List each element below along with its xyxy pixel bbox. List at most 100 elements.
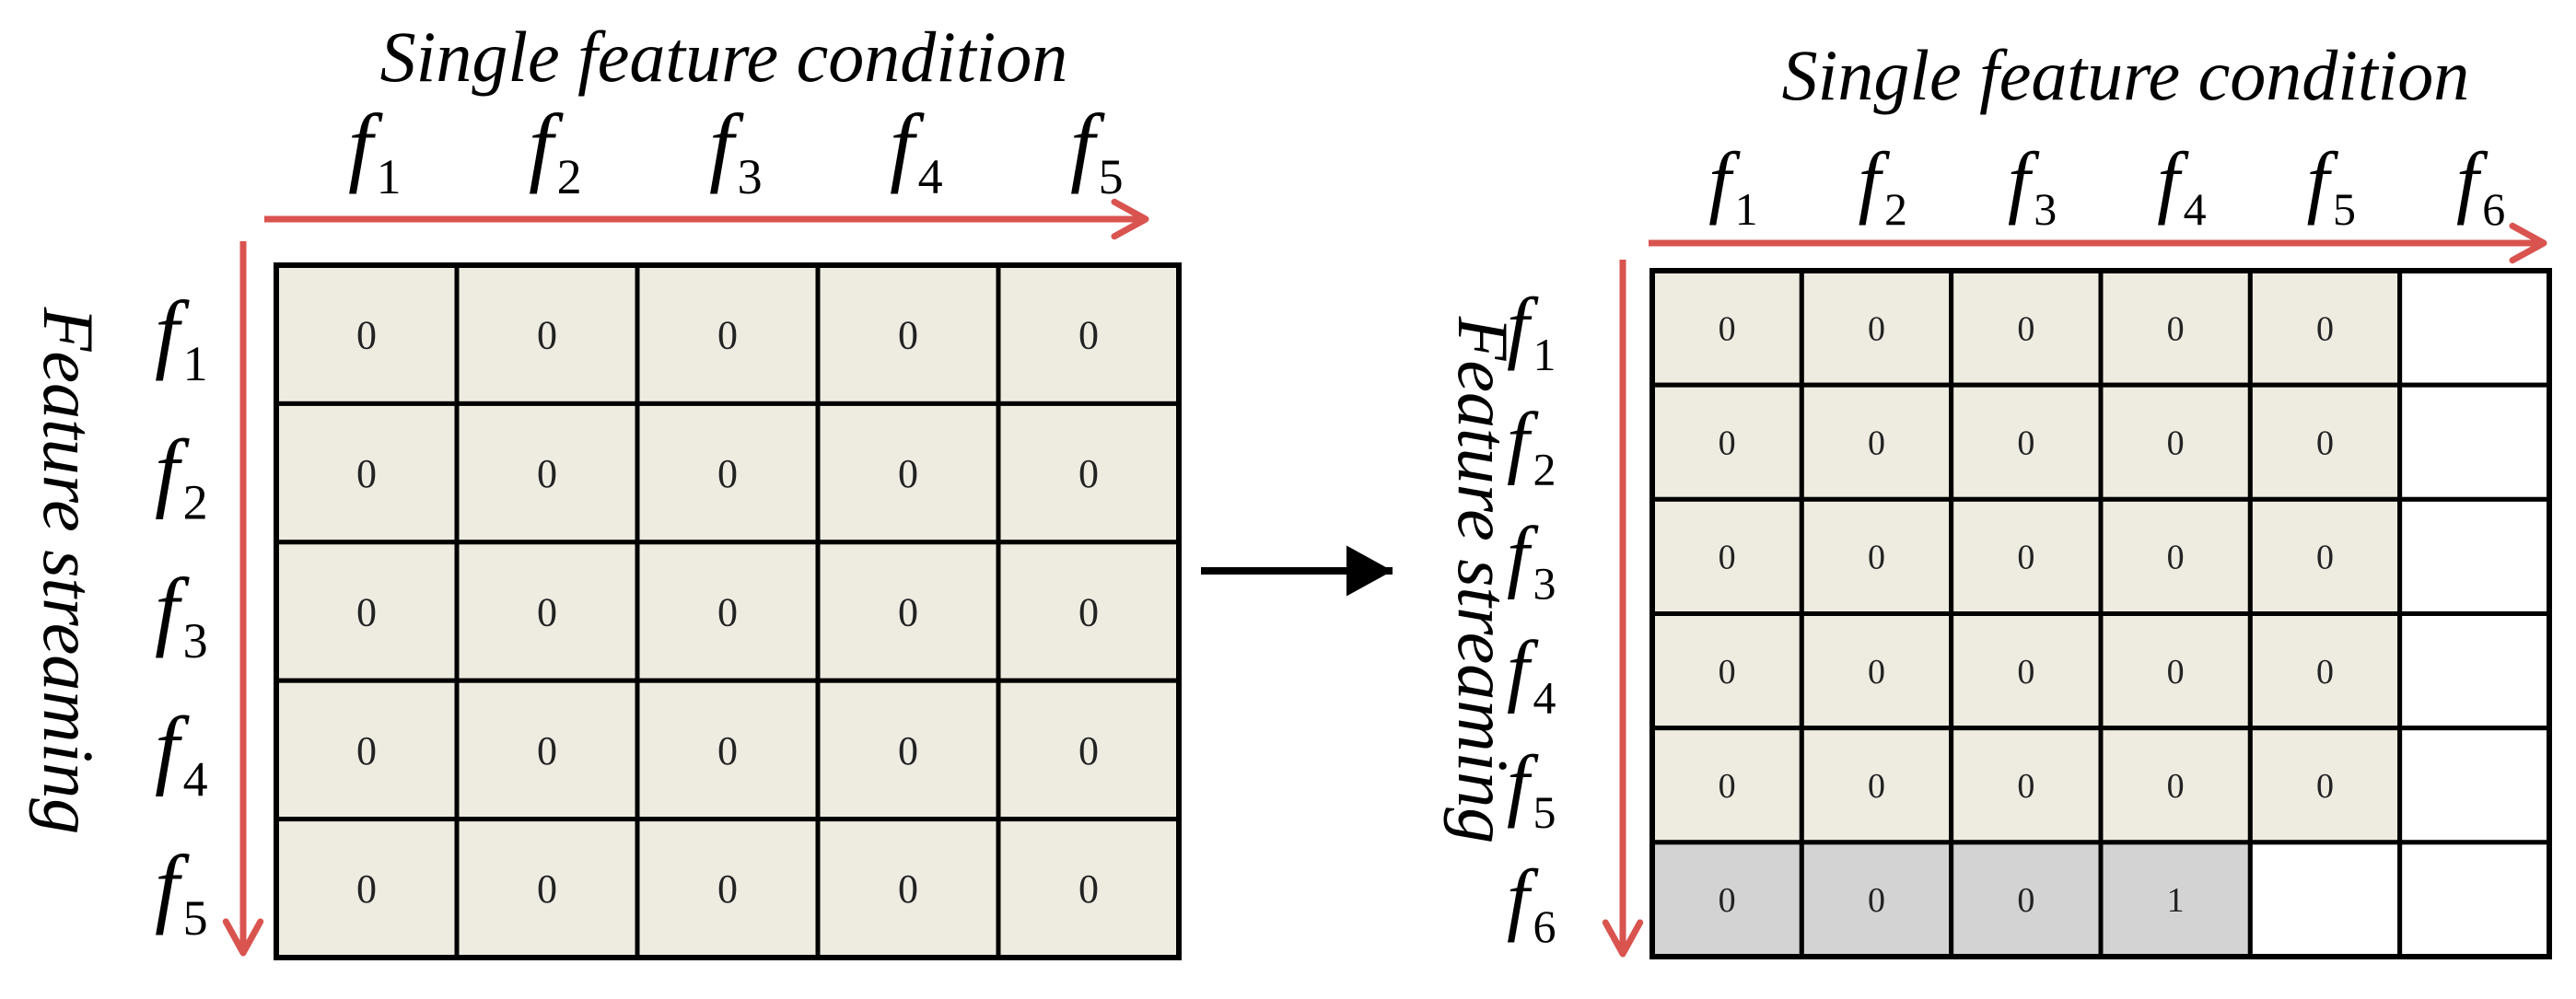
cell-r4-c4 bbox=[815, 678, 1001, 822]
column-label-f5: f5 bbox=[2307, 137, 2356, 235]
top-axis-title: Single feature condition bbox=[380, 17, 1068, 97]
cell-r2-c6 bbox=[2397, 382, 2552, 502]
cell-value-r6-c2: 0 bbox=[1868, 881, 1885, 920]
cell-value-r4-c4: 0 bbox=[898, 728, 918, 773]
column-label-f4: f4 bbox=[890, 96, 943, 204]
cell-r6-c2 bbox=[1799, 840, 1954, 959]
cell-value-r3-c4: 0 bbox=[898, 589, 918, 634]
column-label-f1: f1 bbox=[348, 96, 402, 204]
cell-r3-c5 bbox=[2247, 496, 2403, 616]
cell-value-r4-c3: 0 bbox=[717, 728, 738, 773]
row-label-f2: f2 bbox=[155, 422, 208, 530]
side-axis-title: Feature streaming bbox=[1443, 316, 1523, 844]
column-axis-arrow bbox=[1649, 222, 2547, 264]
cell-value-r1-c1: 0 bbox=[1719, 309, 1736, 348]
cell-value-r5-c3: 0 bbox=[2017, 767, 2034, 806]
cell-value-r3-c5: 0 bbox=[2316, 539, 2334, 577]
cell-value-r2-c3: 0 bbox=[717, 451, 738, 496]
cell-r3-c4 bbox=[815, 540, 1001, 683]
cell-value-r5-c2: 0 bbox=[537, 866, 557, 912]
cell-r3-c6 bbox=[2397, 496, 2552, 616]
cell-value-r1-c3: 0 bbox=[717, 313, 738, 358]
cell-value-r1-c2: 0 bbox=[537, 313, 557, 358]
cell-r4-c3 bbox=[635, 678, 821, 822]
cell-value-r2-c1: 0 bbox=[356, 451, 377, 496]
row-label-f6: f6 bbox=[1507, 854, 1556, 952]
column-label-f3: f3 bbox=[2008, 137, 2057, 235]
cell-r4-c3 bbox=[1949, 611, 2104, 731]
cell-value-r1-c4: 0 bbox=[898, 313, 918, 358]
transition-arrow bbox=[1201, 545, 1393, 597]
cell-r3-c2 bbox=[454, 540, 640, 683]
cell-r1-c2 bbox=[454, 262, 640, 406]
column-label-f4: f4 bbox=[2157, 137, 2206, 235]
cell-value-r1-c5: 0 bbox=[2316, 309, 2334, 348]
cell-value-r2-c4: 0 bbox=[2167, 424, 2185, 463]
cell-r5-c6 bbox=[2397, 726, 2552, 845]
cell-value-r5-c3: 0 bbox=[717, 866, 738, 912]
row-label-f2: f2 bbox=[1507, 397, 1556, 494]
cell-value-r2-c4: 0 bbox=[898, 451, 918, 496]
cell-value-r4-c2: 0 bbox=[537, 728, 557, 773]
row-axis-arrow bbox=[1602, 260, 1644, 958]
cell-value-r5-c5: 0 bbox=[2316, 767, 2334, 806]
cell-value-r4-c1: 0 bbox=[1719, 653, 1736, 691]
cell-value-r1-c3: 0 bbox=[2017, 309, 2034, 348]
cell-value-r2-c5: 0 bbox=[1078, 451, 1099, 496]
top-axis-title: Single feature condition bbox=[1782, 35, 2470, 115]
column-axis-arrow bbox=[264, 198, 1149, 240]
column-label-f3: f3 bbox=[709, 96, 763, 204]
cell-value-r3-c2: 0 bbox=[537, 589, 557, 634]
row-label-f1: f1 bbox=[155, 283, 208, 391]
side-axis-title: Feature streaming bbox=[29, 307, 109, 835]
cell-value-r3-c1: 0 bbox=[356, 589, 377, 634]
matrix-border bbox=[274, 262, 1182, 960]
cell-r1-c6 bbox=[2397, 268, 2552, 388]
cell-value-r1-c2: 0 bbox=[1868, 309, 1885, 348]
cell-value-r2-c3: 0 bbox=[2017, 424, 2034, 463]
cell-value-r3-c5: 0 bbox=[1078, 589, 1099, 634]
cell-value-r6-c4: 1 bbox=[2167, 881, 2185, 920]
row-label-f3: f3 bbox=[155, 560, 208, 668]
row-axis-arrow bbox=[222, 241, 264, 957]
column-label-f5: f5 bbox=[1070, 96, 1124, 204]
cell-value-r4-c1: 0 bbox=[356, 728, 377, 773]
transition-arrow-shape bbox=[1201, 545, 1393, 597]
cell-value-r2-c2: 0 bbox=[1868, 424, 1885, 463]
cell-r4-c5 bbox=[2247, 611, 2403, 731]
matrix-border bbox=[1649, 268, 2552, 959]
column-label-f2: f2 bbox=[529, 96, 582, 204]
cell-r2-c2 bbox=[1799, 382, 1954, 502]
cell-value-r4-c2: 0 bbox=[1868, 653, 1885, 691]
cell-r6-c5 bbox=[2247, 840, 2403, 959]
column-label-f1: f1 bbox=[1708, 137, 1757, 235]
cell-value-r2-c1: 0 bbox=[1719, 424, 1736, 463]
cell-value-r5-c2: 0 bbox=[1868, 767, 1885, 806]
cell-value-r4-c5: 0 bbox=[2316, 653, 2334, 691]
cell-value-r3-c3: 0 bbox=[2017, 539, 2034, 577]
cell-r2-c5 bbox=[996, 401, 1182, 545]
cell-value-r4-c4: 0 bbox=[2167, 653, 2185, 691]
cell-value-r3-c4: 0 bbox=[2167, 539, 2185, 577]
column-label-f2: f2 bbox=[1859, 137, 1907, 235]
cell-value-r1-c4: 0 bbox=[2167, 309, 2185, 348]
cell-r5-c2 bbox=[454, 817, 640, 960]
cell-value-r6-c3: 0 bbox=[2017, 881, 2034, 920]
cell-r4-c2 bbox=[454, 678, 640, 822]
cell-r5-c2 bbox=[1799, 726, 1954, 845]
row-label-f1: f1 bbox=[1507, 283, 1556, 380]
cell-r6-c6 bbox=[2397, 840, 2552, 959]
cell-r3-c2 bbox=[1799, 496, 1954, 616]
cell-value-r5-c1: 0 bbox=[1719, 767, 1736, 806]
cell-r5-c3 bbox=[635, 817, 821, 960]
cell-value-r4-c3: 0 bbox=[2017, 653, 2034, 691]
cell-r2-c4 bbox=[2098, 382, 2253, 502]
cell-value-r5-c4: 0 bbox=[2167, 767, 2185, 806]
cell-value-r3-c2: 0 bbox=[1868, 539, 1885, 577]
cell-r6-c4 bbox=[2098, 840, 2253, 959]
column-label-f6: f6 bbox=[2456, 137, 2505, 235]
cell-value-r2-c2: 0 bbox=[537, 451, 557, 496]
